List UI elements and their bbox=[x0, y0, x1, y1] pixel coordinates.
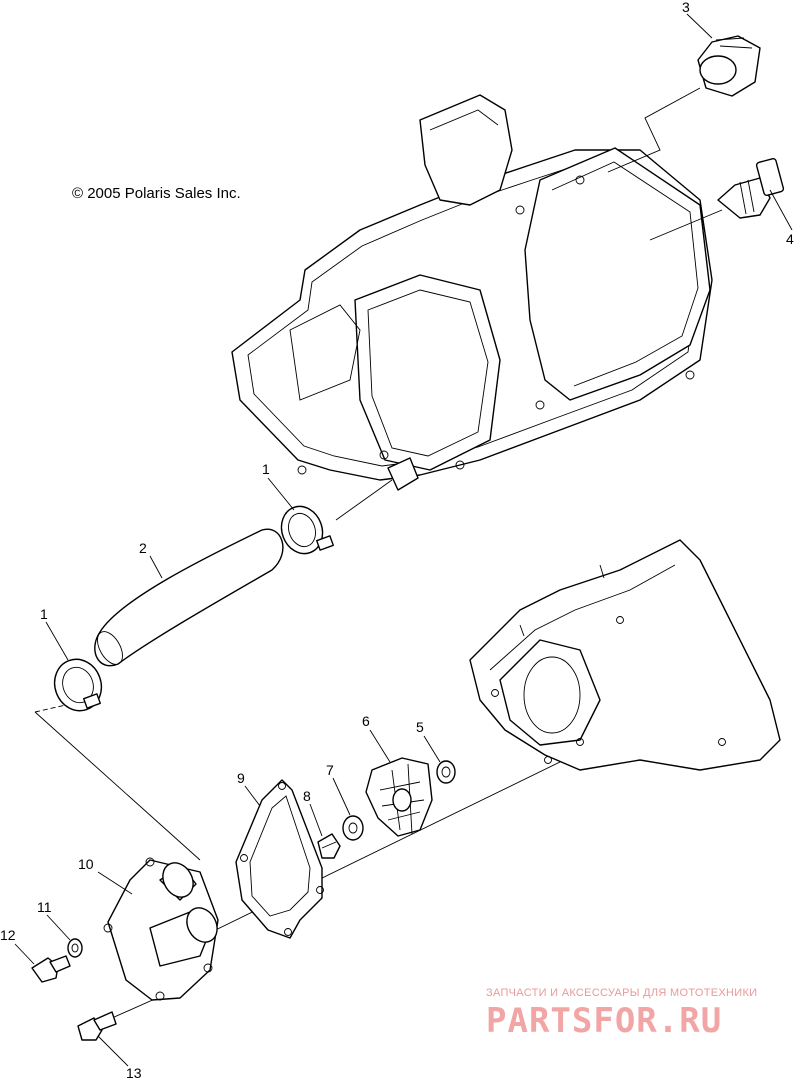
callout-8: 8 bbox=[303, 788, 311, 804]
callout-2: 2 bbox=[139, 540, 147, 556]
part-8-bolt bbox=[317, 833, 341, 859]
part-5-nut bbox=[436, 760, 456, 784]
part-1-hose-clamp-upper bbox=[280, 505, 334, 555]
callout-1-lower: 1 bbox=[40, 606, 48, 622]
callout-6: 6 bbox=[362, 713, 370, 729]
callout-10: 10 bbox=[78, 856, 94, 872]
callout-7: 7 bbox=[326, 762, 334, 778]
part-7-washer bbox=[342, 815, 364, 841]
watermark-tagline: ЗАПЧАСТИ И АКСЕССУАРЫ ДЛЯ МОТОТЕХНИКИ bbox=[486, 987, 757, 999]
callout-5: 5 bbox=[416, 719, 424, 735]
callout-12: 12 bbox=[0, 927, 16, 943]
part-6-impeller bbox=[365, 757, 433, 837]
part-12-bolt bbox=[31, 955, 71, 983]
copyright-notice: © 2005 Polaris Sales Inc. bbox=[72, 185, 241, 202]
watermark: ЗАПЧАСТИ И АКСЕССУАРЫ ДЛЯ МОТОТЕХНИКИ PA… bbox=[486, 987, 757, 1041]
cylinder-head-assembly bbox=[231, 94, 713, 491]
callout-leaders bbox=[14, 13, 793, 1067]
part-10-water-pump-cover bbox=[103, 857, 219, 1001]
part-4-temperature-sensor bbox=[717, 157, 785, 219]
callout-3: 3 bbox=[682, 0, 690, 15]
callout-9: 9 bbox=[237, 770, 245, 786]
watermark-brand: PARTSFOR.RU bbox=[486, 1001, 722, 1041]
part-9-gasket bbox=[235, 779, 324, 939]
crankcase bbox=[469, 539, 781, 771]
callout-13: 13 bbox=[126, 1065, 142, 1079]
part-2-coolant-hose bbox=[94, 528, 284, 667]
part-11-washer bbox=[67, 938, 83, 958]
part-3-thermostat-cap bbox=[697, 35, 761, 97]
callout-11: 11 bbox=[37, 899, 52, 915]
callout-4: 4 bbox=[786, 231, 794, 247]
part-13-bolt bbox=[77, 1011, 117, 1041]
callout-1-upper: 1 bbox=[262, 461, 270, 477]
part-1-hose-clamp-lower bbox=[53, 658, 103, 712]
